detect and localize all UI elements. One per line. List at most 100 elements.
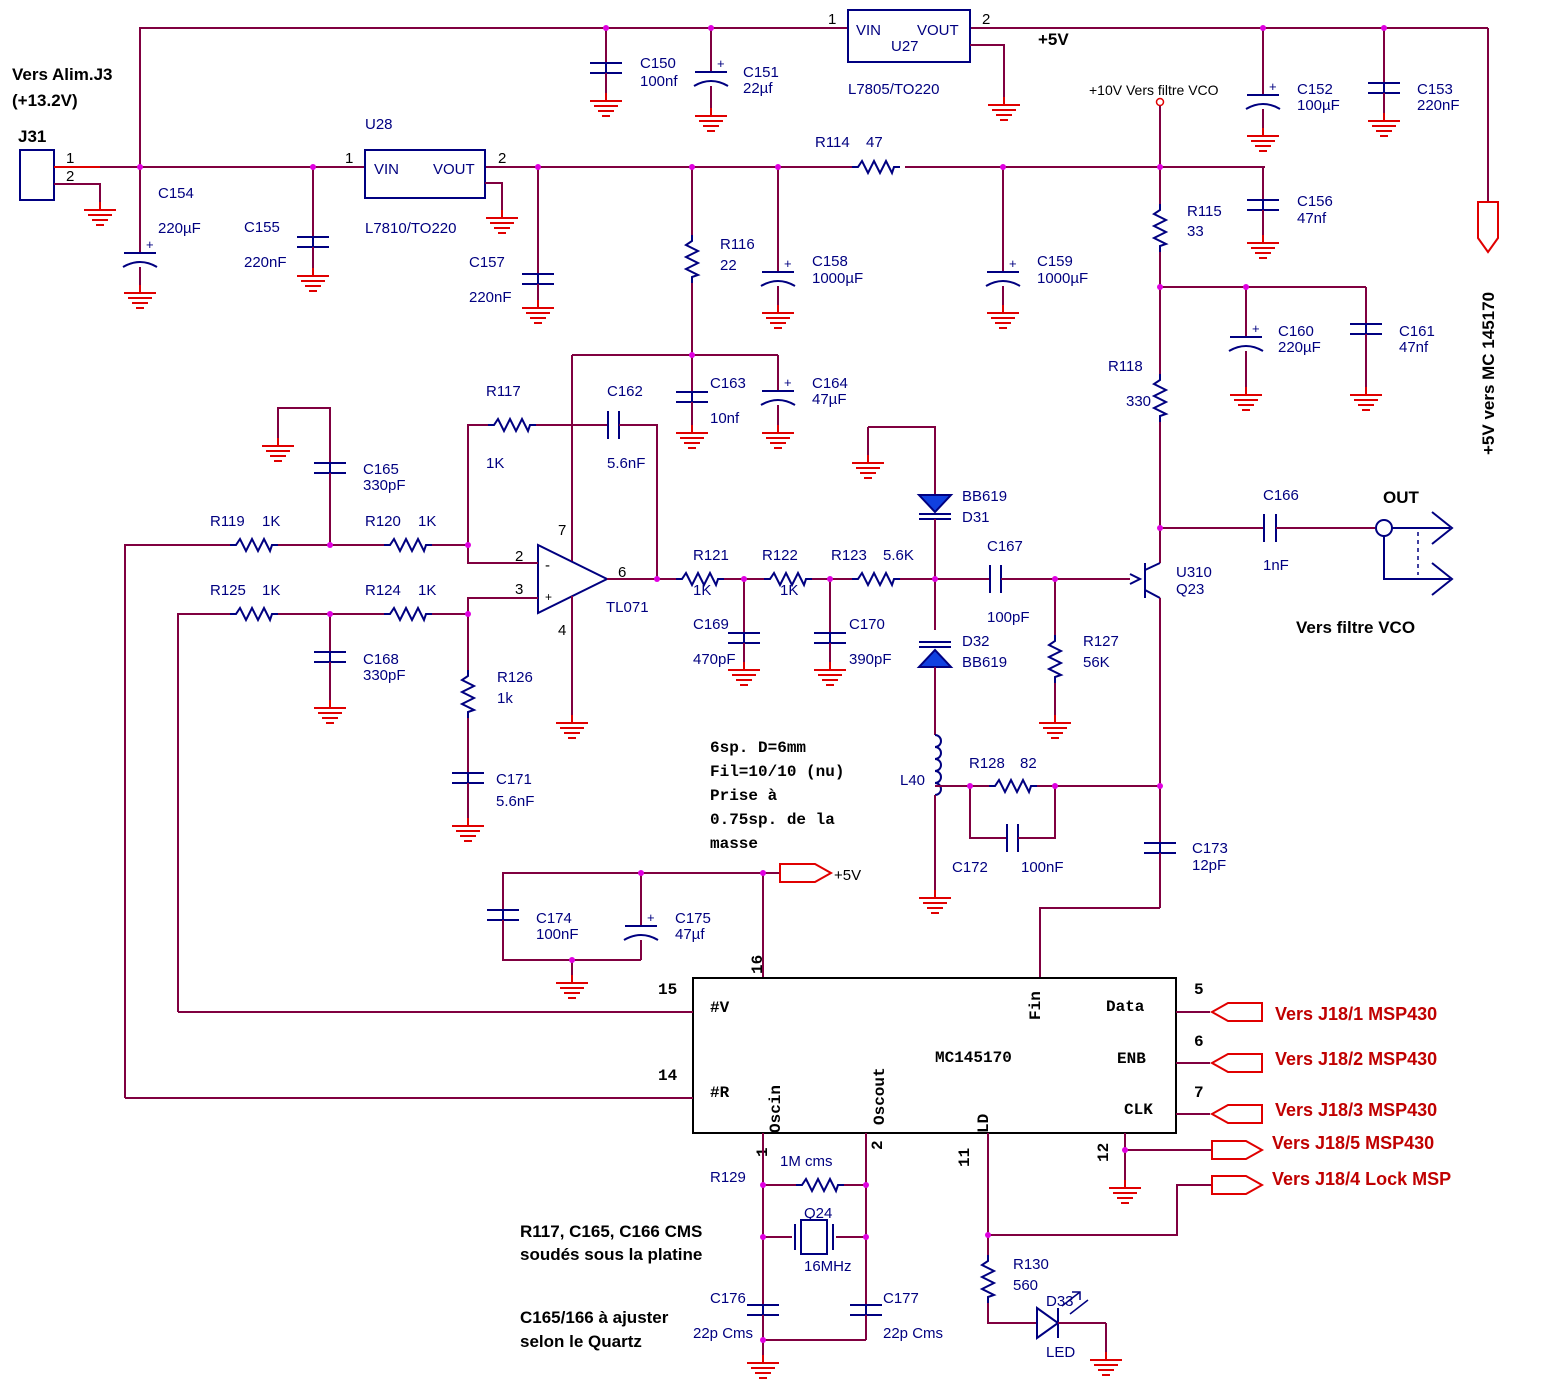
svg-text:U27: U27 [891, 38, 919, 55]
r126-resistor: R126 1k [461, 614, 533, 773]
svg-text:1K: 1K [418, 513, 436, 530]
svg-text:1: 1 [345, 150, 353, 167]
svg-text:R119: R119 [210, 513, 245, 530]
j31-label: J31 [18, 127, 46, 146]
svg-text:R126: R126 [497, 669, 533, 686]
svg-text:+10V Vers filtre VCO: +10V Vers filtre VCO [1089, 82, 1219, 98]
cms-note: R117, C165, C166 CMS soudés sous la plat… [520, 1222, 702, 1351]
svg-text:C157: C157 [469, 254, 505, 271]
svg-text:22µf: 22µf [743, 80, 773, 97]
svg-text:C175: C175 [675, 910, 711, 927]
svg-text:soudés sous la platine: soudés sous la platine [520, 1245, 702, 1264]
r127-resistor: R127 56K [1038, 579, 1119, 739]
r123-resistor: R123 5.6K [831, 547, 914, 586]
svg-text:15: 15 [658, 981, 677, 999]
c162-capacitor: C162 5.6nF [607, 383, 658, 579]
r121-resistor: R121 1K [675, 547, 764, 599]
svg-text:1K: 1K [262, 582, 280, 599]
svg-text:Vers filtre VCO: Vers filtre VCO [1296, 618, 1415, 637]
c164-capacitor: C164 47µF [760, 355, 848, 449]
msp-j18-5-port: Vers J18/5 MSP430 [1108, 1133, 1434, 1204]
svg-text:C169: C169 [693, 616, 729, 633]
r115-resistor: R115 33 [1153, 167, 1222, 287]
svg-text:C160: C160 [1278, 323, 1314, 340]
svg-text:#R: #R [710, 1084, 730, 1102]
c163-capacitor: C163 10nf [571, 354, 778, 449]
svg-text:C152: C152 [1297, 81, 1333, 98]
svg-text:14: 14 [658, 1067, 678, 1085]
supply-title: Vers Alim.J3 [12, 65, 113, 84]
svg-text:OUT: OUT [1383, 488, 1420, 507]
svg-text:C174: C174 [536, 910, 572, 927]
svg-text:56K: 56K [1083, 654, 1110, 671]
svg-text:2: 2 [869, 1140, 887, 1150]
svg-text:C154: C154 [158, 185, 194, 202]
d32-varactor: D32 BB619 [916, 633, 1007, 735]
top-rail-13v [139, 27, 1489, 202]
svg-text:47µf: 47µf [675, 926, 705, 943]
svg-text:470pF: 470pF [693, 651, 736, 668]
svg-text:100nF: 100nF [1021, 859, 1064, 876]
svg-text:16MHz: 16MHz [804, 1258, 852, 1275]
svg-text:22p Cms: 22p Cms [693, 1325, 753, 1342]
svg-text:2: 2 [498, 150, 506, 167]
svg-text:-: - [545, 557, 550, 574]
svg-text:1k: 1k [497, 690, 513, 707]
svg-text:R118: R118 [1108, 358, 1143, 375]
svg-text:VOUT: VOUT [917, 22, 959, 39]
c170-capacitor: C170 390pF [813, 579, 892, 686]
c169-capacitor: C169 470pF [693, 579, 761, 686]
svg-text:Q23: Q23 [1176, 581, 1204, 598]
c173-capacitor: C173 12pF [1039, 786, 1228, 978]
svg-text:22: 22 [720, 257, 737, 274]
svg-text:C156: C156 [1297, 193, 1333, 210]
j31-connector: 1 2 J31 [18, 127, 117, 226]
c160-capacitor: C160 220µF [1160, 286, 1366, 411]
svg-text:Oscout: Oscout [871, 1067, 889, 1125]
svg-text:C165/166 à ajuster: C165/166 à ajuster [520, 1308, 669, 1327]
svg-text:+5V vers MC 145170: +5V vers MC 145170 [1479, 292, 1498, 455]
r128-resistor: R128 82 [969, 755, 1160, 793]
svg-text:5.6K: 5.6K [883, 547, 914, 564]
svg-text:4: 4 [558, 622, 566, 639]
r114-resistor: R114 47 [815, 134, 901, 174]
svg-text:C177: C177 [883, 1290, 919, 1307]
svg-text:C159: C159 [1037, 253, 1073, 270]
svg-text:BB619: BB619 [962, 654, 1007, 671]
c161-capacitor: C161 47nf [1349, 287, 1435, 411]
svg-text:U28: U28 [365, 116, 393, 133]
svg-text:7: 7 [1194, 1084, 1204, 1102]
c174-capacitor: C174 100nF [486, 872, 780, 999]
svg-text:5.6nF: 5.6nF [496, 793, 534, 810]
svg-text:#V: #V [710, 999, 730, 1017]
svg-text:C166: C166 [1263, 487, 1299, 504]
c167-capacitor: C167 100pF [900, 538, 1130, 626]
svg-text:R117, C165, C166 CMS: R117, C165, C166 CMS [520, 1222, 702, 1241]
c156-capacitor: C156 47nf [1246, 167, 1333, 259]
svg-text:100nF: 100nF [536, 926, 579, 943]
q24-crystal: Q24 16MHz [763, 1205, 866, 1275]
svg-text:L7810/TO220: L7810/TO220 [365, 220, 456, 237]
svg-text:100pF: 100pF [987, 609, 1030, 626]
coil-note: 6sp. D=6mm Fil=10/10 (nu) Prise à 0.75sp… [710, 739, 844, 853]
svg-text:6: 6 [1194, 1033, 1204, 1051]
svg-text:C171: C171 [496, 771, 532, 788]
c165-capacitor: C165 330pF [261, 407, 406, 545]
svg-text:1K: 1K [780, 582, 798, 599]
svg-text:11: 11 [956, 1148, 974, 1167]
c159-capacitor: C159 1000µF [985, 167, 1088, 329]
svg-text:D33: D33 [1046, 1293, 1074, 1310]
svg-text:220µF: 220µF [158, 220, 201, 237]
svg-text:6: 6 [618, 564, 626, 581]
c176-capacitor: C176 22p Cms [693, 1290, 866, 1379]
svg-text:Vers J18/3 MSP430: Vers J18/3 MSP430 [1275, 1100, 1437, 1120]
r130-resistor: R130 560 [981, 1235, 1049, 1324]
svg-text:C168: C168 [363, 651, 399, 668]
u310-jfet: U310 Q23 [1129, 562, 1212, 786]
svg-text:C151: C151 [743, 64, 779, 81]
svg-text:7: 7 [558, 522, 566, 539]
msp-data-port: Vers J18/1 MSP430 [1176, 1002, 1437, 1024]
svg-text:R115: R115 [1187, 203, 1222, 220]
svg-text:Vers J18/5 MSP430: Vers J18/5 MSP430 [1272, 1133, 1434, 1153]
